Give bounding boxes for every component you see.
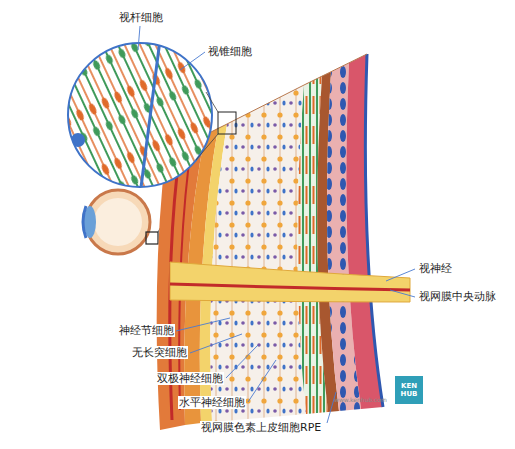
leader-lines	[138, 26, 415, 423]
part-label: 视神经	[418, 262, 453, 275]
part-label: 神经节细胞	[118, 324, 175, 337]
part-label: 视网膜中央动脉	[418, 290, 497, 303]
watermark: www.kenhub.com	[333, 396, 388, 403]
part-label: 视锥细胞	[207, 45, 253, 58]
part-label: 视杆细胞	[118, 11, 164, 24]
logo-box: KEN HUB	[395, 376, 423, 404]
part-label: 无长突细胞	[131, 346, 188, 359]
part-label: 视网膜色素上皮细胞RPE	[200, 421, 322, 434]
part-label: 双极神经细胞	[156, 372, 224, 385]
part-label: 水平神经细胞	[178, 396, 246, 409]
logo-text: KEN HUB	[400, 382, 418, 398]
